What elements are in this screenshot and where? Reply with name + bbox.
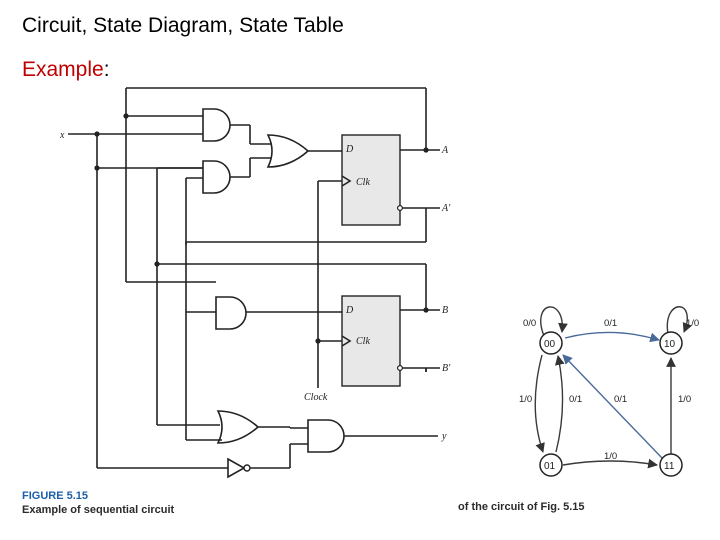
and-gate-3: [215, 296, 247, 330]
and-gate-2: [202, 160, 231, 194]
transition-arc-01-00: [554, 355, 565, 453]
or-gate-1: [266, 134, 310, 168]
transition-label-11-00: 0/1: [614, 394, 627, 405]
transition-label-00-01: 1/0: [519, 394, 532, 405]
transition-arc-00-10: [564, 331, 660, 343]
inverter: [227, 457, 246, 479]
transition-arc-01-11: [562, 458, 658, 469]
or-gate-2: [216, 410, 260, 444]
state-label-01: 01: [544, 461, 556, 472]
clock-wiring: Clock: [304, 180, 342, 403]
and-gate-1: [202, 108, 231, 142]
state-label-10: 10: [664, 339, 676, 350]
signal-label-a: A: [441, 145, 449, 156]
transition-label-01-11: 1/0: [604, 451, 617, 462]
signal-label-a-prime: A': [441, 203, 451, 214]
example-label: Example:: [22, 58, 110, 82]
feedback-b-wiring: [154, 167, 427, 426]
signal-label-y: y: [441, 431, 447, 442]
right-caption: of the circuit of Fig. 5.15: [458, 501, 585, 513]
ffb-d-label: D: [345, 305, 354, 316]
signal-label-x: x: [59, 130, 65, 141]
transition-arc-10-self: [666, 306, 692, 335]
ffb-clk-label: Clk: [356, 336, 370, 347]
state-label-00: 00: [544, 339, 556, 350]
example-word: Example: [22, 58, 104, 81]
feedback-b-prime-wiring: [400, 367, 440, 372]
ffa-clk-label: Clk: [356, 177, 370, 188]
flipflop-b: D Clk: [341, 295, 404, 387]
captions: FIGURE 5.15 Example of sequential circui…: [22, 490, 585, 516]
transition-arc-00-01: [534, 354, 545, 453]
figure-caption: Example of sequential circuit: [22, 504, 175, 516]
ffa-d-label: D: [345, 144, 354, 155]
feedback-a-wiring: [185, 177, 440, 245]
slide-title: Circuit, State Diagram, State Table: [22, 14, 344, 37]
state-node-11: [659, 453, 683, 477]
sequential-circuit: x: [59, 87, 451, 479]
feedback-a-prime-wiring: [123, 87, 427, 283]
signal-label-b: B: [442, 305, 448, 316]
state-diagram: 00 10 01 11 0/0 0/1 1/0 1/0 0/1 0/1 1/0 …: [519, 306, 699, 477]
example-colon: :: [103, 58, 110, 81]
figure-number: FIGURE 5.15: [22, 490, 88, 502]
state-node-00: [539, 331, 563, 355]
transition-label-01-00: 0/1: [569, 394, 582, 405]
transition-arc-00-self: [540, 306, 568, 337]
transition-label-10-self: 1/0: [686, 318, 699, 329]
and-gate-4: [307, 419, 345, 453]
transition-label-00-self: 0/0: [523, 318, 536, 329]
transition-label-11-10: 1/0: [678, 394, 691, 405]
transition-arc-11-00: [562, 354, 663, 459]
transition-label-00-10: 0/1: [604, 318, 617, 329]
signal-label-b-prime: B': [442, 363, 451, 374]
flipflop-a: D Clk: [341, 134, 404, 226]
state-label-11: 11: [664, 461, 675, 472]
signal-label-clock: Clock: [304, 392, 328, 403]
state-node-10: [659, 331, 683, 355]
state-node-01: [539, 453, 563, 477]
